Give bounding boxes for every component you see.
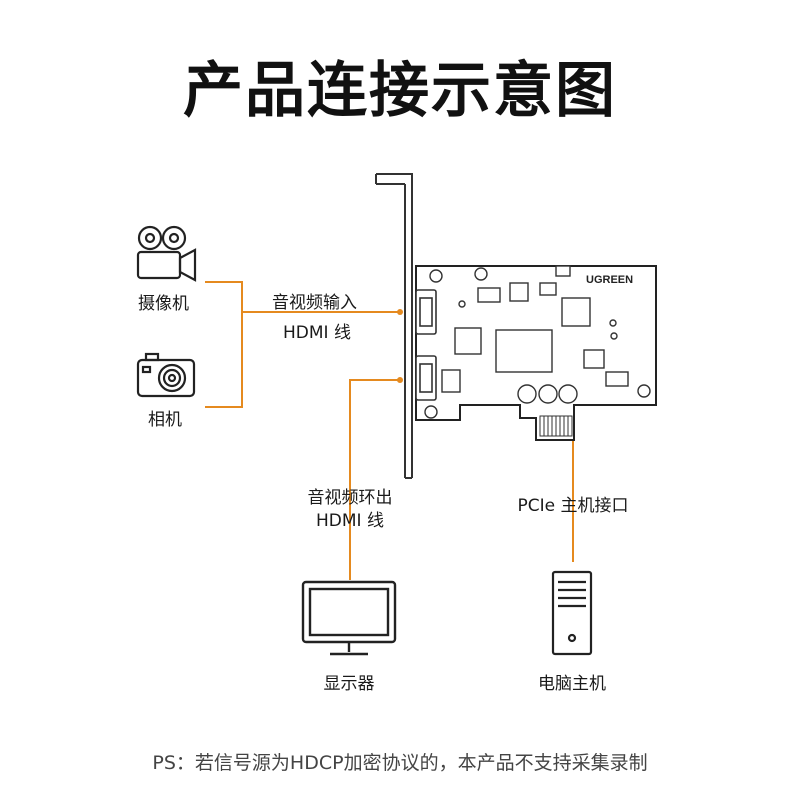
capture-card: UGREEN: [375, 173, 657, 479]
monitor-icon: [301, 580, 397, 656]
camcorder-icon: [136, 225, 197, 282]
input-cable-label-line2: HDMI 线: [283, 323, 351, 343]
footnote: PS：若信号源为HDCP加密协议的，本产品不支持采集录制: [152, 752, 648, 774]
host-label: 电脑主机: [538, 674, 606, 694]
page-title: 产品连接示意图: [183, 56, 617, 126]
monitor-label: 显示器: [323, 674, 375, 694]
loop-cable-label-line2: HDMI 线: [316, 511, 384, 531]
gold-fingers: [539, 415, 573, 437]
card-brand-text: UGREEN: [586, 274, 633, 286]
camera-icon: [136, 352, 196, 398]
hdmi-ports: [415, 289, 437, 401]
input-port-dot: [397, 309, 403, 315]
loop-port-dot: [397, 377, 403, 383]
loop-cable-line: [349, 379, 400, 580]
pcb-components: [424, 265, 651, 419]
pcie-bracket: [375, 173, 413, 479]
pcie-label: PCIe 主机接口: [517, 496, 629, 516]
camcorder-label: 摄像机: [138, 294, 189, 314]
connector-lines: [205, 281, 574, 580]
pc-tower-icon: [551, 570, 593, 656]
camera-label: 相机: [148, 410, 182, 430]
input-bracket-line: [205, 281, 243, 408]
loop-cable-label-line1: 音视频环出: [307, 488, 393, 508]
input-cable-label-line1: 音视频输入: [272, 293, 357, 313]
